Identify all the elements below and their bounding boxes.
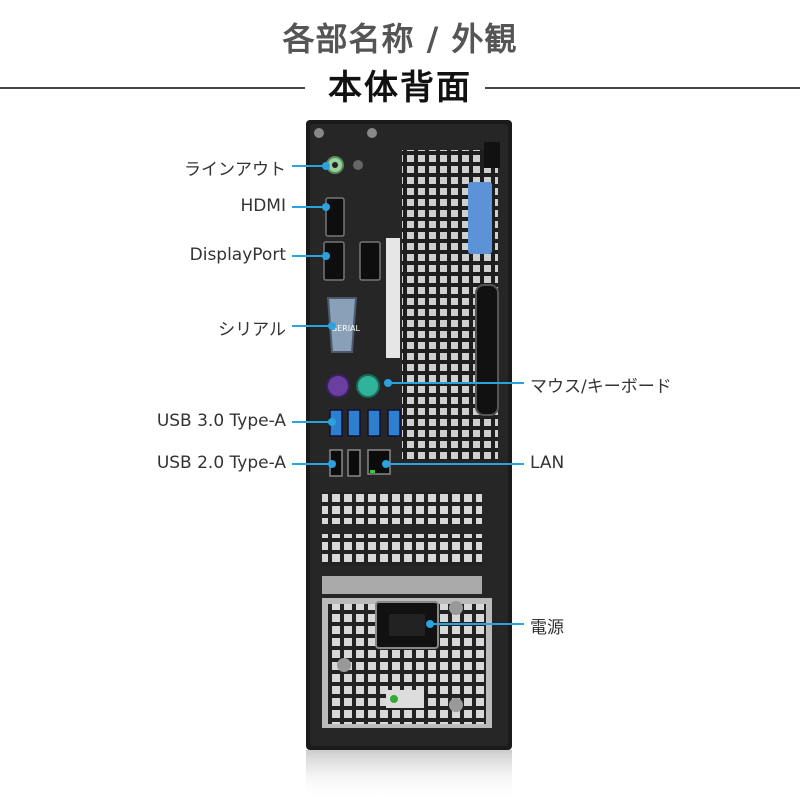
callout-usb2: USB 2.0 Type-A [156,453,286,473]
screw-icon [367,128,377,138]
callout-usb3: USB 3.0 Type-A [156,411,286,431]
heading-rule-right [485,87,800,89]
section-title: 本体背面 [328,68,472,108]
callout-hdmi: HDMI [240,196,286,216]
callout-lan: LAN [530,453,565,473]
callout-mouse-keyboard: マウス/キーボード [530,377,672,397]
pc-rear-panel: SERIAL [306,120,512,800]
expansion-slots [322,492,482,594]
page-title: 各部名称 / 外観 [282,20,518,58]
blue-latch [468,182,492,254]
usb2-ports [329,449,361,477]
ps2-mouse-port [356,374,380,398]
callout-power: 電源 [530,618,564,638]
callout-displayport: DisplayPort [189,245,286,265]
displayport-port [323,241,345,281]
hdmi-port [325,197,345,237]
screw-icon [314,128,324,138]
serial-port-marking: SERIAL [332,324,361,333]
callout-serial: シリアル [218,320,286,340]
usb3-ports [329,409,401,437]
heading-rule-left [0,87,305,89]
displayport-port [359,241,381,281]
lan-port [367,449,391,475]
callout-line-out: ラインアウト [184,160,286,180]
serial-port [326,297,358,353]
ps2-keyboard-port [326,374,350,398]
